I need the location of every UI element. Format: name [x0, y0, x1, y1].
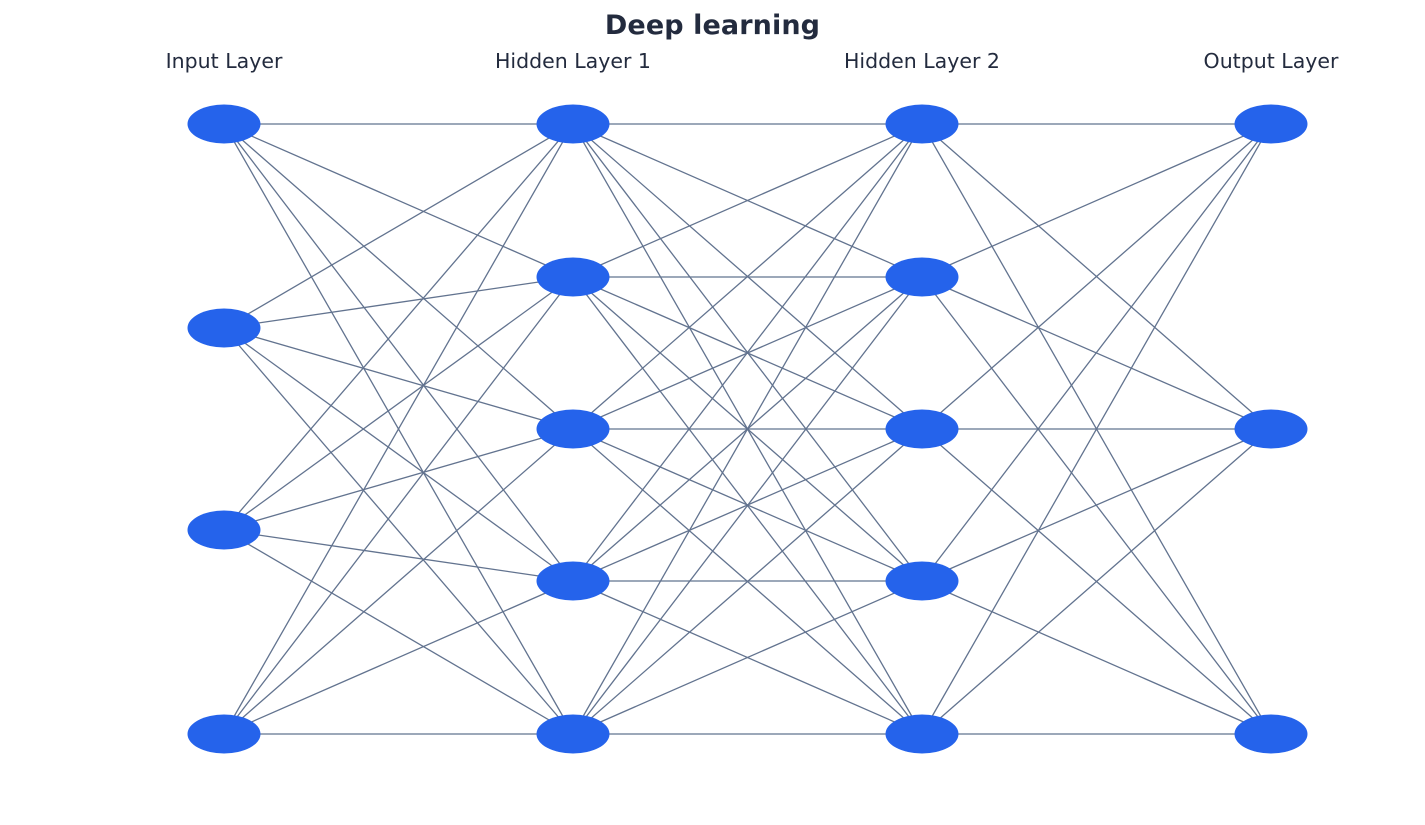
network-node[interactable]: [885, 561, 959, 601]
edge: [921, 123, 1272, 430]
network-node[interactable]: [187, 104, 261, 144]
network-node[interactable]: [536, 409, 610, 449]
network-node[interactable]: [885, 714, 959, 754]
edge: [572, 580, 923, 735]
network-node[interactable]: [1234, 409, 1308, 449]
network-node[interactable]: [187, 714, 261, 754]
page-title: Deep learning: [604, 10, 821, 41]
network-node[interactable]: [1234, 104, 1308, 144]
edge: [223, 428, 574, 735]
edge: [572, 123, 923, 735]
edge: [223, 123, 574, 430]
edge: [223, 123, 574, 531]
edge: [223, 529, 574, 735]
network-node[interactable]: [536, 561, 610, 601]
edge: [223, 123, 574, 278]
network-node[interactable]: [885, 409, 959, 449]
layer-label-output: Output Layer: [1203, 49, 1339, 73]
edge: [223, 428, 574, 531]
edge: [572, 123, 923, 582]
edge: [223, 123, 574, 735]
edge: [572, 276, 923, 735]
edge: [572, 428, 923, 735]
network-node[interactable]: [187, 510, 261, 550]
edge: [223, 327, 574, 582]
edge: [921, 123, 1272, 278]
edge: [921, 123, 1272, 582]
network-node[interactable]: [536, 257, 610, 297]
edge: [921, 123, 1272, 735]
edge: [921, 428, 1272, 735]
edge: [223, 123, 574, 582]
layer-label-input: Input Layer: [165, 49, 283, 73]
edge: [223, 276, 574, 735]
layer-label-hidden-1: Hidden Layer 1: [495, 49, 651, 73]
network-node[interactable]: [885, 104, 959, 144]
edge: [223, 580, 574, 735]
edge: [223, 123, 574, 329]
edge: [223, 529, 574, 582]
edge: [572, 123, 923, 430]
edge: [223, 276, 574, 531]
network-node[interactable]: [885, 257, 959, 297]
edge: [223, 276, 574, 329]
edge: [223, 327, 574, 735]
edge: [572, 123, 923, 278]
network-node[interactable]: [536, 104, 610, 144]
edge: [223, 327, 574, 430]
edge: [921, 580, 1272, 735]
edge: [921, 428, 1272, 582]
network-node[interactable]: [1234, 714, 1308, 754]
network-node[interactable]: [187, 308, 261, 348]
layer-label-hidden-2: Hidden Layer 2: [844, 49, 1000, 73]
network-node[interactable]: [536, 714, 610, 754]
